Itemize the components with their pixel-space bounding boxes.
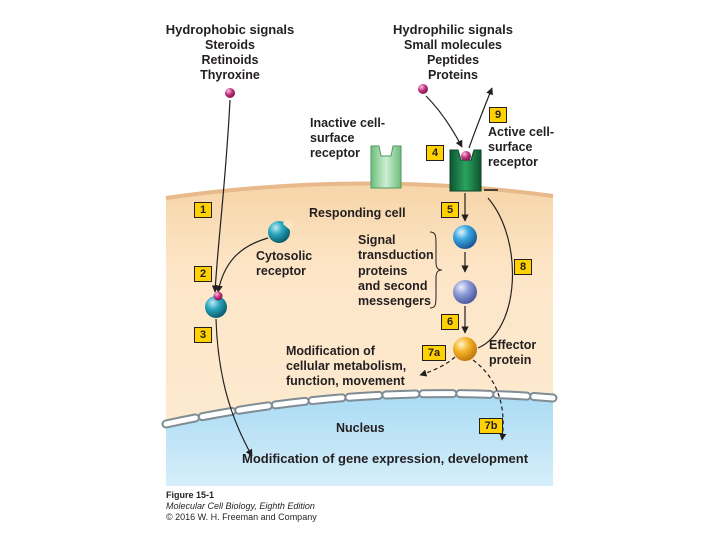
step-badge-1: 1: [194, 202, 212, 218]
nuclear-translocation-arrow: [215, 318, 253, 457]
hydrophilic-signals-title: Hydrophilic signals: [393, 22, 513, 37]
effector-protein: [453, 337, 477, 361]
copyright: © 2016 W. H. Freeman and Company: [166, 512, 317, 522]
feedback-arrow: [477, 197, 514, 349]
modification-metabolism-label-3: function, movement: [286, 374, 405, 388]
active-receptor-label-1: Active cell-: [488, 125, 555, 139]
hydrophilic-item-peptides: Peptides: [426, 53, 480, 67]
modification-metabolism-label-1: Modification of: [286, 344, 375, 358]
inactive-receptor-label-2: surface: [310, 131, 355, 145]
responding-cell-label: Responding cell: [309, 206, 406, 220]
step-badge-9: 9: [489, 107, 507, 123]
hydrophobic-item-steroids: Steroids: [204, 38, 255, 52]
signal-transduction-label-5: messengers: [358, 294, 431, 308]
hydrophilic-signal-molecule: [418, 84, 428, 94]
hydrophobic-item-retinoids: Retinoids: [201, 53, 259, 67]
receptor-signal-complex: [205, 296, 227, 318]
step-badge-3: 3: [194, 327, 212, 343]
hydrophobic-entry-arrow: [211, 99, 231, 293]
active-receptor-label-3: receptor: [488, 155, 539, 169]
inactive-receptor: [370, 145, 402, 189]
transduction-protein-2: [453, 280, 477, 304]
signal-release-arrow: [468, 87, 493, 149]
bound-signal-molecule: [461, 151, 471, 161]
hydrophobic-signal-molecule: [225, 88, 235, 98]
signal-binding-arrow: [425, 95, 463, 148]
hydrophobic-item-thyroxine: Thyroxine: [200, 68, 260, 82]
plasma-membrane: [165, 181, 554, 200]
modification-metabolism-label-2: cellular metabolism,: [286, 359, 407, 373]
inactive-receptor-label-1: Inactive cell-: [310, 116, 386, 130]
hydrophilic-item-proteins: Proteins: [427, 68, 478, 82]
figure-number: Figure 15-1: [166, 490, 215, 500]
cytosolic-receptor-label-2: receptor: [256, 264, 307, 278]
transduction-bracket: [429, 231, 443, 309]
step-badge-7a: 7a: [422, 345, 446, 361]
signal-transduction-label-1: Signal: [358, 233, 396, 247]
signal-transduction-label-4: and second: [358, 279, 428, 293]
nucleus-label: Nucleus: [336, 421, 385, 435]
metabolic-response-arrow: [419, 356, 456, 377]
effector-protein-label-1: Effector: [489, 338, 537, 352]
nucleus-region: [166, 393, 553, 486]
active-receptor-label-2: surface: [488, 140, 533, 154]
signal-transduction-label-2: transduction: [358, 248, 434, 262]
step-badge-5: 5: [441, 202, 459, 218]
book-title: Molecular Cell Biology, Eighth Edition: [166, 501, 315, 511]
transduction-protein-1: [453, 225, 477, 249]
cytosolic-receptor: [268, 221, 290, 243]
cytosolic-receptor-label-1: Cytosolic: [256, 249, 313, 263]
step-badge-2: 2: [194, 266, 212, 282]
active-receptor: [449, 149, 482, 192]
step-badge-7b: 7b: [479, 418, 503, 434]
effector-protein-label-2: protein: [489, 353, 532, 367]
inactive-receptor-label-3: receptor: [310, 146, 361, 160]
hydrophilic-item-small-molecules: Small molecules: [404, 38, 502, 52]
signal-transduction-label-3: proteins: [358, 264, 408, 278]
step-badge-4: 4: [426, 145, 444, 161]
gene-expression-label: Modification of gene expression, develop…: [242, 451, 529, 466]
step-badge-8: 8: [514, 259, 532, 275]
cytosolic-binding-arrow: [215, 237, 269, 293]
hydrophobic-signals-title: Hydrophobic signals: [165, 22, 295, 37]
step-badge-6: 6: [441, 314, 459, 330]
